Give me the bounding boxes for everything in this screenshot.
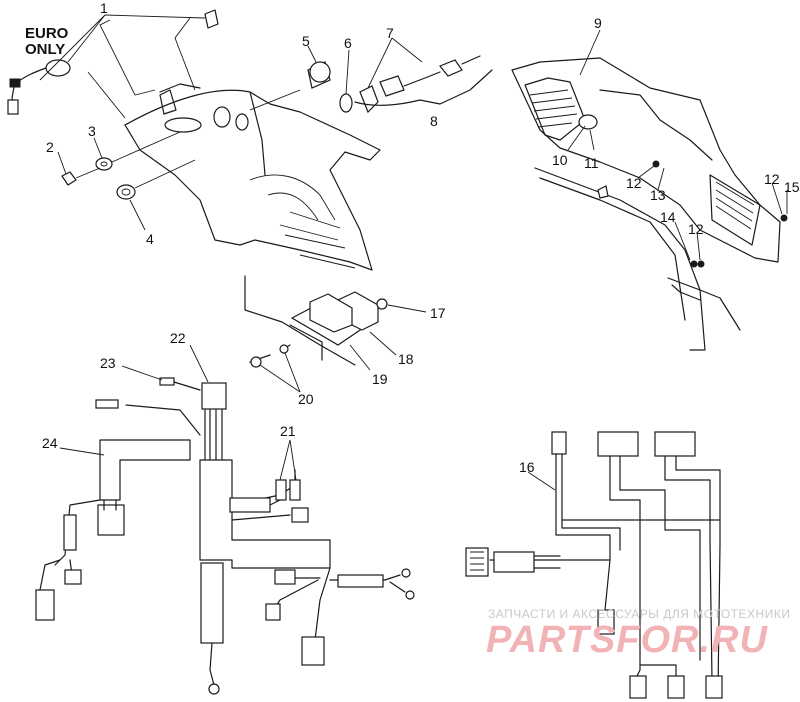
callout-8: 8	[430, 113, 438, 129]
callout-24: 24	[42, 435, 58, 451]
watermark-caption: ЗАПЧАСТИ И АКСЕССУАРЫ ДЛЯ МОТОТЕХНИКИ	[488, 607, 790, 621]
callout-23: 23	[100, 355, 116, 371]
callout-5: 5	[302, 33, 310, 49]
callout-1: 1	[100, 0, 108, 16]
callout-6: 6	[344, 35, 352, 51]
euro-only-line1: EURO	[25, 25, 69, 42]
callout-9: 9	[594, 15, 602, 31]
switch-connector-group	[354, 55, 493, 114]
main-wiring-harness	[35, 377, 415, 695]
sub-harness	[465, 431, 723, 699]
callout-2: 2	[46, 139, 54, 155]
callout-18: 18	[398, 351, 414, 367]
callout-16: 16	[519, 459, 535, 475]
watermark-brand: PARTSFOR.RU	[486, 619, 768, 661]
callout-21: 21	[280, 423, 296, 439]
callout-12b: 12	[764, 171, 780, 187]
callout-19: 19	[372, 371, 388, 387]
callout-10: 10	[552, 152, 568, 168]
callout-12c: 12	[688, 221, 704, 237]
callout-11: 11	[584, 155, 599, 171]
callout-12a: 12	[626, 175, 642, 191]
front-body-panel	[124, 83, 381, 271]
callout-14: 14	[660, 209, 676, 225]
switch-knob-group	[249, 61, 353, 113]
callout-20: 20	[298, 391, 314, 407]
mounting-bracket-assembly	[244, 275, 388, 368]
callout-3: 3	[88, 123, 96, 139]
callout-13: 13	[650, 187, 666, 203]
nut-washer-group	[61, 131, 196, 200]
leader-lines	[39, 14, 788, 491]
callout-4: 4	[146, 231, 154, 247]
callout-22: 22	[170, 330, 186, 346]
callout-7: 7	[386, 25, 394, 41]
side-panel-assembly	[511, 57, 788, 351]
euro-switch-harness	[7, 9, 219, 119]
callout-17: 17	[430, 305, 446, 321]
euro-only-line2: ONLY	[25, 41, 65, 58]
callout-15: 15	[784, 179, 800, 195]
